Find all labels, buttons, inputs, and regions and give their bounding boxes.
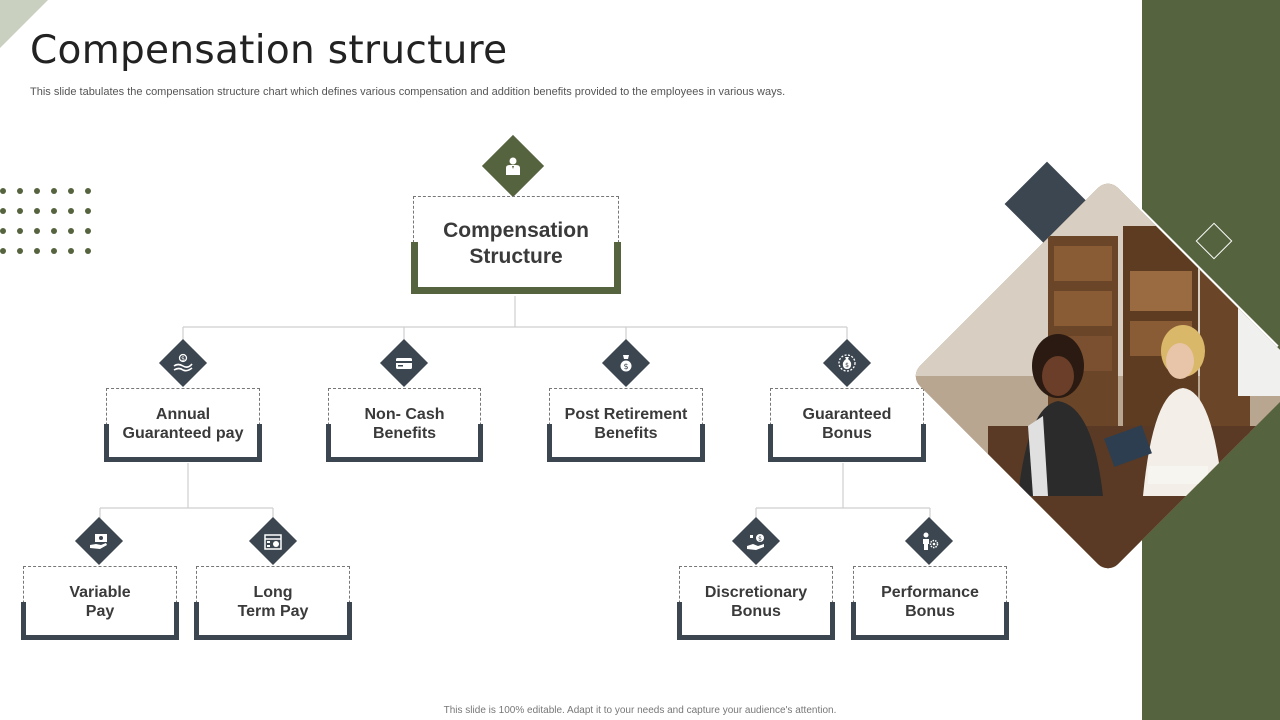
node-bracket — [547, 424, 705, 462]
money-bag-icon: $ — [835, 351, 859, 375]
node-box — [770, 388, 924, 460]
decorative-dot — [34, 248, 40, 254]
decorative-dot — [51, 188, 57, 194]
node-label: Discretionary Bonus — [704, 584, 808, 620]
bonus-hand-icon: $ — [744, 529, 768, 553]
page-subtitle: This slide tabulates the compensation st… — [30, 86, 786, 98]
performance-icon — [917, 529, 941, 553]
node-label: Long Term Pay — [237, 584, 309, 620]
node-non-cash-benefits: Non- Cash Benefits — [326, 388, 483, 462]
decorative-dot — [0, 208, 6, 214]
node-post-retirement-benefits: Post Retirement Benefits — [547, 388, 705, 462]
node-label: Compensation Structure — [443, 219, 589, 268]
node-label: Non- Cash Benefits — [364, 406, 445, 442]
node-label: Post Retirement Benefits — [564, 406, 688, 442]
footer-note: This slide is 100% editable. Adapt it to… — [443, 705, 837, 716]
node-discretionary-bonus: Discretionary Bonus — [677, 566, 835, 640]
cash-hand-icon — [87, 529, 111, 553]
calendar-money-icon — [261, 529, 285, 553]
node-guaranteed-bonus: Guaranteed Bonus — [768, 388, 926, 462]
node-box — [328, 388, 481, 460]
decorative-dot — [68, 228, 74, 234]
node-box — [23, 566, 177, 638]
decorative-dot — [85, 208, 91, 214]
node-bracket — [851, 602, 1009, 640]
page-title: Compensation structure — [30, 28, 508, 73]
decorative-dot — [85, 188, 91, 194]
node-box — [679, 566, 833, 638]
node-bracket — [21, 602, 179, 640]
decorative-dot — [0, 188, 6, 194]
node-label: Annual Guaranteed pay — [122, 406, 244, 442]
node-bracket — [194, 602, 352, 640]
decorative-dot — [17, 228, 23, 234]
node-bracket — [326, 424, 483, 462]
svg-text:$: $ — [623, 362, 628, 371]
node-label: Performance Bonus — [881, 584, 979, 620]
node-bracket — [104, 424, 262, 462]
node-performance-bonus: Performance Bonus — [851, 566, 1009, 640]
decorative-dot — [17, 248, 23, 254]
node-bracket — [677, 602, 835, 640]
decorative-dot — [0, 248, 6, 254]
decorative-dot — [85, 248, 91, 254]
node-box — [853, 566, 1007, 638]
decorative-dot — [85, 228, 91, 234]
decorative-dot — [0, 228, 6, 234]
corner-triangle — [0, 0, 48, 48]
node-label: Variable Pay — [69, 584, 131, 620]
decorative-dot — [17, 188, 23, 194]
node-long-term-pay: Long Term Pay — [194, 566, 352, 640]
decorative-dot — [68, 208, 74, 214]
decorative-dot — [51, 228, 57, 234]
node-bracket — [768, 424, 926, 462]
node-variable-pay: Variable Pay — [21, 566, 179, 640]
svg-text:$: $ — [181, 356, 185, 363]
decorative-dot — [68, 188, 74, 194]
svg-text:$: $ — [845, 362, 849, 369]
decorative-dot — [51, 248, 57, 254]
person-icon — [501, 154, 525, 178]
decorative-dot — [68, 248, 74, 254]
decorative-dot — [17, 208, 23, 214]
money-hand-icon: $ — [171, 351, 195, 375]
decorative-dot — [51, 208, 57, 214]
decorative-dot-grid — [0, 186, 100, 256]
node-annual-guaranteed-pay: Annual Guaranteed pay — [104, 388, 262, 462]
retirement-money-icon: $ — [614, 351, 638, 375]
decorative-dot — [34, 208, 40, 214]
node-bracket — [411, 242, 621, 294]
decorative-dot — [34, 188, 40, 194]
node-box — [413, 196, 619, 292]
node-compensation-structure: Compensation Structure — [411, 196, 621, 294]
svg-text:$: $ — [758, 536, 762, 543]
decorative-dot — [34, 228, 40, 234]
node-box — [549, 388, 703, 460]
node-label: Guaranteed Bonus — [802, 406, 892, 442]
card-icon — [392, 351, 416, 375]
